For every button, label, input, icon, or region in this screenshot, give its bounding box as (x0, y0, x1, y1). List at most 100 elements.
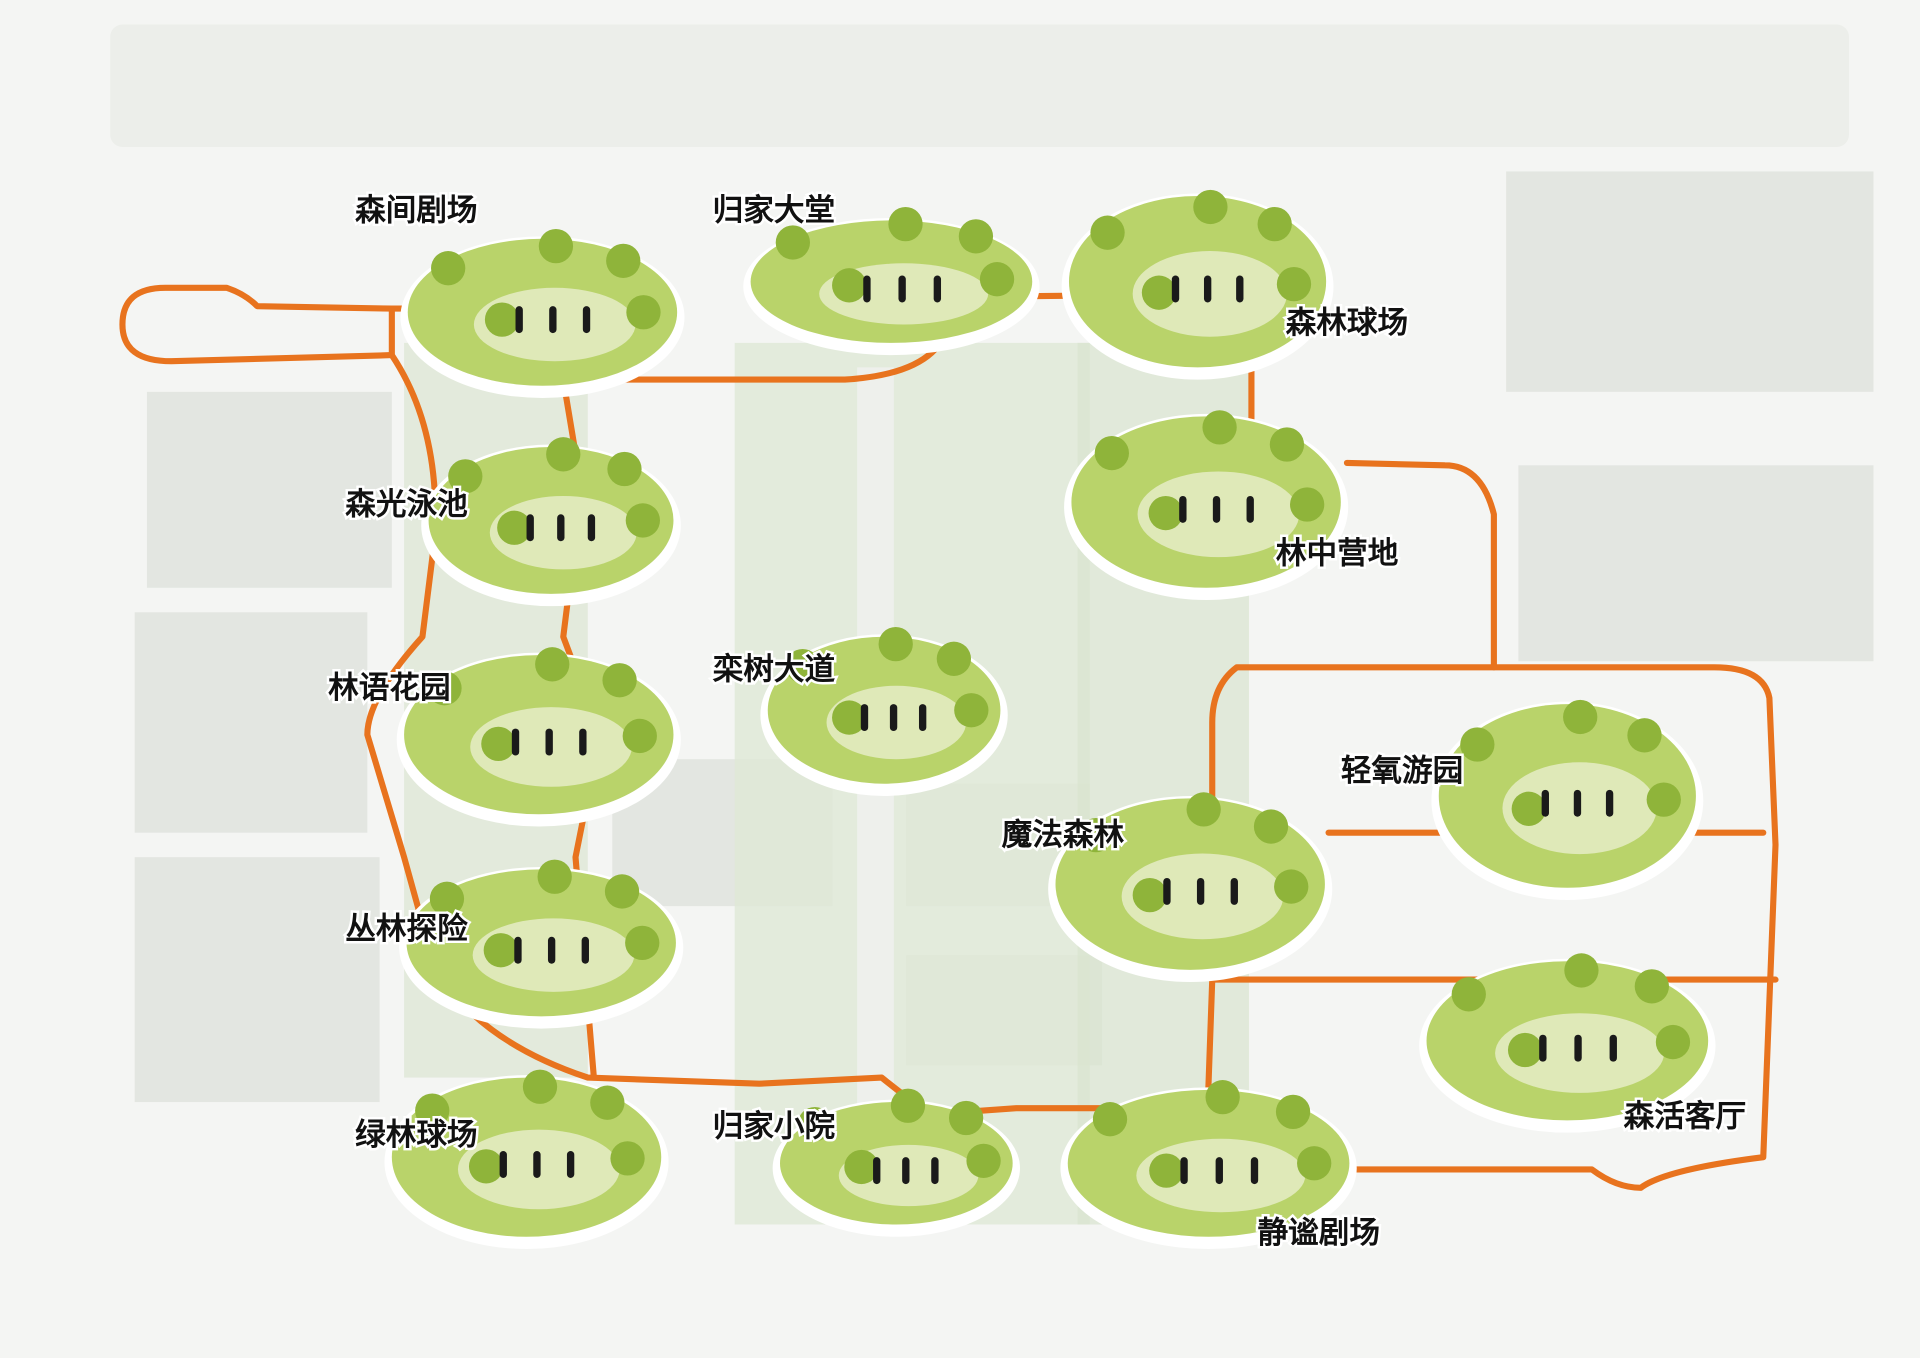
tree-icon (1627, 718, 1662, 753)
person-icon (1230, 877, 1238, 905)
tree-icon (966, 1143, 1001, 1178)
tree-icon (1276, 266, 1312, 302)
zone-forest-light-pool[interactable]: 森光泳池 (343, 437, 681, 607)
zone-light-oxygen-garden[interactable]: 轻氧游园 (1338, 699, 1704, 901)
tree-icon (1269, 427, 1305, 462)
tree-icon (429, 881, 465, 916)
person-icon (933, 275, 942, 303)
tree-icon (958, 219, 994, 254)
person-icon (863, 275, 871, 303)
tree-icon (497, 510, 532, 545)
person-icon (581, 936, 589, 964)
person-icon (511, 728, 520, 756)
route-segment (1209, 664, 1779, 983)
tree-icon (546, 437, 581, 472)
zone-label: 森间剧场 (355, 193, 477, 228)
tree-icon (626, 295, 661, 330)
tree-icon (1141, 275, 1177, 310)
person-icon (566, 1151, 575, 1178)
person-icon (1171, 275, 1180, 303)
tree-icon (602, 663, 637, 698)
tree-icon (1563, 699, 1598, 735)
tree-icon (1451, 977, 1486, 1012)
zone-home-lobby[interactable]: 归家大堂 (710, 191, 1040, 356)
person-icon (860, 704, 869, 732)
tree-icon (1092, 1102, 1128, 1137)
person-icon (1215, 1157, 1223, 1185)
zone-luanshu-avenue[interactable]: 栾树大道 (710, 626, 1008, 796)
tree-icon (785, 649, 820, 684)
tree-icon (604, 874, 640, 909)
zone-label: 归家小院 (713, 1108, 836, 1144)
person-icon (918, 704, 927, 732)
person-icon (1180, 1157, 1188, 1185)
person-icon (582, 306, 591, 334)
person-icon (898, 275, 906, 303)
tree-icon (1274, 869, 1309, 904)
tree-icon (888, 206, 923, 242)
zone-label: 林语花园 (328, 671, 450, 706)
tree-icon (468, 1149, 504, 1184)
tree-icon (1507, 1032, 1543, 1068)
zone-label: 静谧剧场 (1258, 1216, 1380, 1251)
zone-green-forest-court[interactable]: 绿林球场 (353, 1069, 669, 1249)
tree-icon (448, 459, 483, 494)
zone-quiet-theater[interactable]: 静谧剧场 (1060, 1080, 1382, 1253)
tree-icon (936, 641, 972, 676)
person-icon (873, 1157, 881, 1185)
tree-icon (1202, 410, 1237, 445)
tree-icon (1078, 817, 1114, 853)
person-icon (1246, 495, 1254, 523)
tree-icon (797, 1106, 833, 1142)
tree-icon (607, 451, 642, 487)
tree-icon (1564, 953, 1599, 988)
tree-icon (1460, 727, 1495, 762)
zone-forest-living-room[interactable]: 森活客厅 (1419, 953, 1749, 1137)
person-icon (1203, 275, 1212, 303)
person-icon (579, 728, 587, 756)
zone-senjian-theater[interactable]: 森间剧场 (353, 191, 685, 398)
person-icon (545, 728, 553, 756)
tree-icon (481, 726, 516, 762)
person-icon (889, 704, 898, 732)
tree-icon (537, 859, 572, 894)
tree-icon (954, 693, 989, 728)
tree-icon (606, 243, 641, 278)
tree-icon (1646, 782, 1681, 817)
tree-icon (1253, 809, 1289, 844)
zone-home-courtyard[interactable]: 归家小院 (710, 1088, 1020, 1237)
tree-icon (535, 647, 570, 682)
zone-label: 森活客厅 (1624, 1099, 1746, 1135)
zone-forest-whisper-garden[interactable]: 林语花园 (326, 647, 681, 827)
tree-icon (1149, 1153, 1184, 1188)
person-icon (557, 514, 565, 542)
tree-icon (522, 1069, 558, 1104)
person-icon (1196, 877, 1205, 905)
tree-icon (1148, 495, 1183, 531)
tree-icon (1193, 189, 1228, 225)
person-icon (1250, 1157, 1259, 1185)
tree-icon (427, 671, 462, 706)
zone-magic-forest[interactable]: 魔法森林 (999, 792, 1333, 983)
zone-forest-court[interactable]: 森林球场 (1061, 189, 1411, 380)
tree-icon (1132, 877, 1167, 913)
person-icon (1573, 789, 1582, 817)
zone-jungle-adventure[interactable]: 丛林探险 (343, 859, 684, 1029)
person-icon (549, 306, 557, 334)
tree-icon (775, 225, 810, 260)
tree-icon (1257, 206, 1292, 242)
person-icon (902, 1157, 910, 1185)
zone-label: 森林球场 (1286, 306, 1408, 341)
zone-woodland-camp[interactable]: 林中营地 (1064, 410, 1401, 601)
person-icon (514, 936, 522, 964)
tree-icon (431, 251, 466, 286)
person-icon (1236, 275, 1244, 303)
tree-icon (538, 229, 574, 264)
zone-label: 栾树大道 (713, 652, 836, 688)
tree-icon (1205, 1080, 1240, 1115)
person-icon (499, 1151, 507, 1178)
tree-icon (484, 302, 520, 337)
person-icon (587, 514, 596, 542)
tree-icon (415, 1093, 450, 1128)
